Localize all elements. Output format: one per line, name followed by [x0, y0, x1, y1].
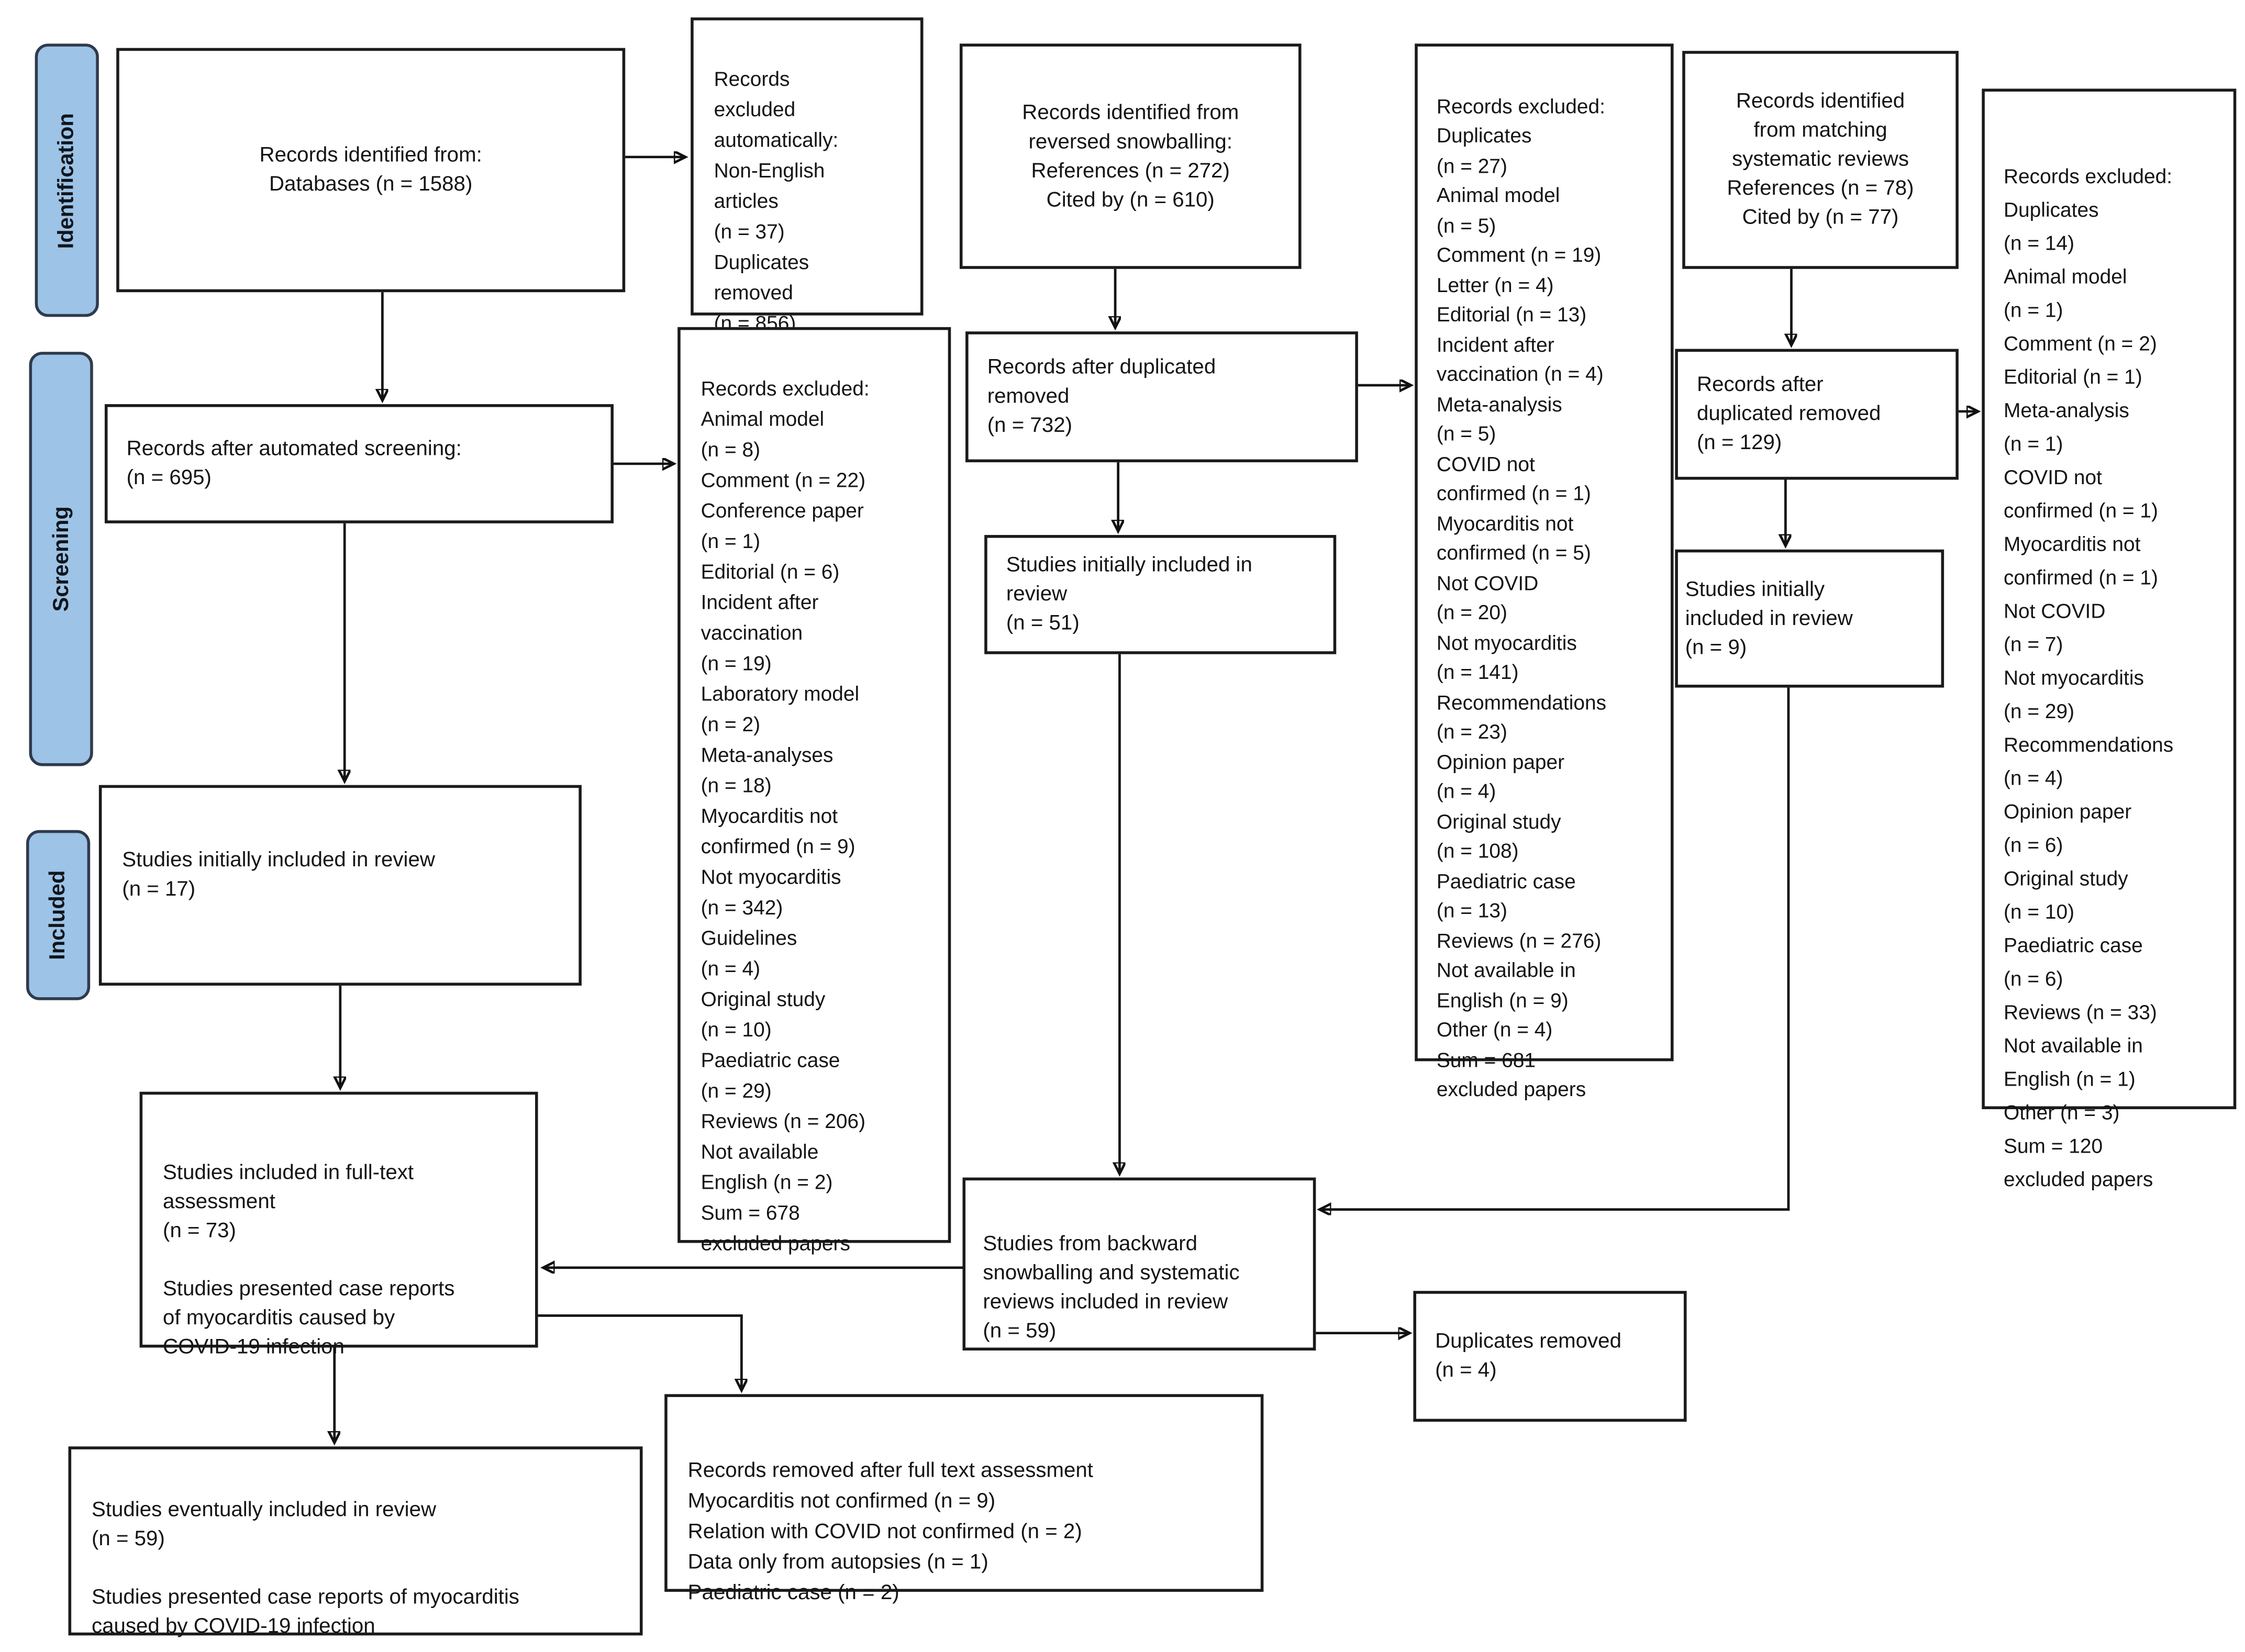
- box-studies-backward-snowballing-59-text: Studies from backward snowballing and sy…: [983, 1233, 1240, 1344]
- box-records-after-duplicated-removed-129-text: Records after duplicated removed (n = 12…: [1696, 373, 1881, 455]
- stage-label-included-text: Included: [46, 870, 71, 960]
- box-records-after-duplicated-removed-732: Records after duplicated removed (n = 73…: [965, 331, 1358, 463]
- box-studies-eventually-included-59: Studies eventually included in review (n…: [68, 1446, 643, 1638]
- box-duplicates-removed-4-text: Duplicates removed (n = 4): [1435, 1330, 1622, 1383]
- box-records-after-duplicated-removed-129: Records after duplicated removed (n = 12…: [1675, 349, 1959, 480]
- box-records-after-automated-screening-text: Records after automated screening: (n = …: [126, 437, 462, 490]
- box-records-after-duplicated-removed-732-text: Records after duplicated removed (n = 73…: [987, 356, 1216, 438]
- box-records-excluded-matching-reviews: Records excluded: Duplicates (n = 14) An…: [1982, 88, 2237, 1191]
- box-records-identified-databases-text: Records identified from: Databases (n = …: [259, 143, 482, 196]
- box-records-reversed-snowballing: Records identified from reversed snowbal…: [959, 43, 1302, 269]
- stage-label-identification: Identification: [35, 43, 99, 317]
- box-studies-initially-included-51: Studies initially included in review (n …: [984, 535, 1337, 654]
- box-records-removed-after-fulltext-text: Records removed after full text assessme…: [687, 1459, 1094, 1605]
- box-records-excluded-backward-snowballing: Records excluded: Duplicates (n = 27) An…: [1415, 43, 1674, 1100]
- arrow-fulltext-to-removed-fulltext: [538, 1314, 742, 1390]
- box-records-excluded-automatically: Records excluded automatically: Non-Engl…: [691, 17, 924, 334]
- box-records-excluded-matching-reviews-text: Records excluded: Duplicates (n = 14) An…: [2003, 164, 2174, 1191]
- box-records-removed-after-fulltext: Records removed after full text assessme…: [664, 1394, 1264, 1605]
- box-records-excluded-screening: Records excluded: Animal model (n = 8) C…: [677, 327, 951, 1255]
- stage-label-included: Included: [26, 830, 91, 1000]
- box-studies-initially-included-9-text: Studies initially included in review (n …: [1685, 577, 1853, 660]
- box-records-matching-systematic-reviews-text: Records identified from matching systema…: [1727, 90, 1914, 230]
- box-studies-initially-included-17-text: Studies initially included in review (n …: [122, 849, 435, 901]
- box-duplicates-removed-4: Duplicates removed (n = 4): [1413, 1291, 1687, 1422]
- box-records-reversed-snowballing-text: Records identified from reversed snowbal…: [1022, 101, 1239, 212]
- stage-label-identification-text: Identification: [54, 112, 80, 248]
- box-records-matching-systematic-reviews: Records identified from matching systema…: [1682, 51, 1959, 269]
- box-studies-fulltext-assessment-73-text: Studies included in full-text assessment…: [163, 1161, 455, 1359]
- box-records-after-automated-screening: Records after automated screening: (n = …: [104, 404, 614, 523]
- box-studies-fulltext-assessment-73: Studies included in full-text assessment…: [139, 1091, 538, 1359]
- box-records-identified-databases: Records identified from: Databases (n = …: [116, 48, 626, 293]
- stage-label-screening-text: Screening: [49, 506, 74, 612]
- box-studies-initially-included-51-text: Studies initially included in review (n …: [1006, 554, 1252, 635]
- stage-label-screening: Screening: [29, 352, 93, 766]
- box-records-excluded-automatically-text: Records excluded automatically: Non-Engl…: [714, 66, 839, 334]
- box-studies-eventually-included-59-text: Studies eventually included in review (n…: [91, 1499, 519, 1638]
- box-records-excluded-screening-text: Records excluded: Animal model (n = 8) C…: [701, 376, 870, 1255]
- box-studies-initially-included-9: Studies initially included in review (n …: [1675, 549, 1944, 688]
- box-studies-initially-included-17: Studies initially included in review (n …: [98, 785, 582, 986]
- box-records-excluded-backward-snowballing-text: Records excluded: Duplicates (n = 27) An…: [1436, 94, 1607, 1101]
- box-studies-backward-snowballing-59: Studies from backward snowballing and sy…: [962, 1177, 1316, 1351]
